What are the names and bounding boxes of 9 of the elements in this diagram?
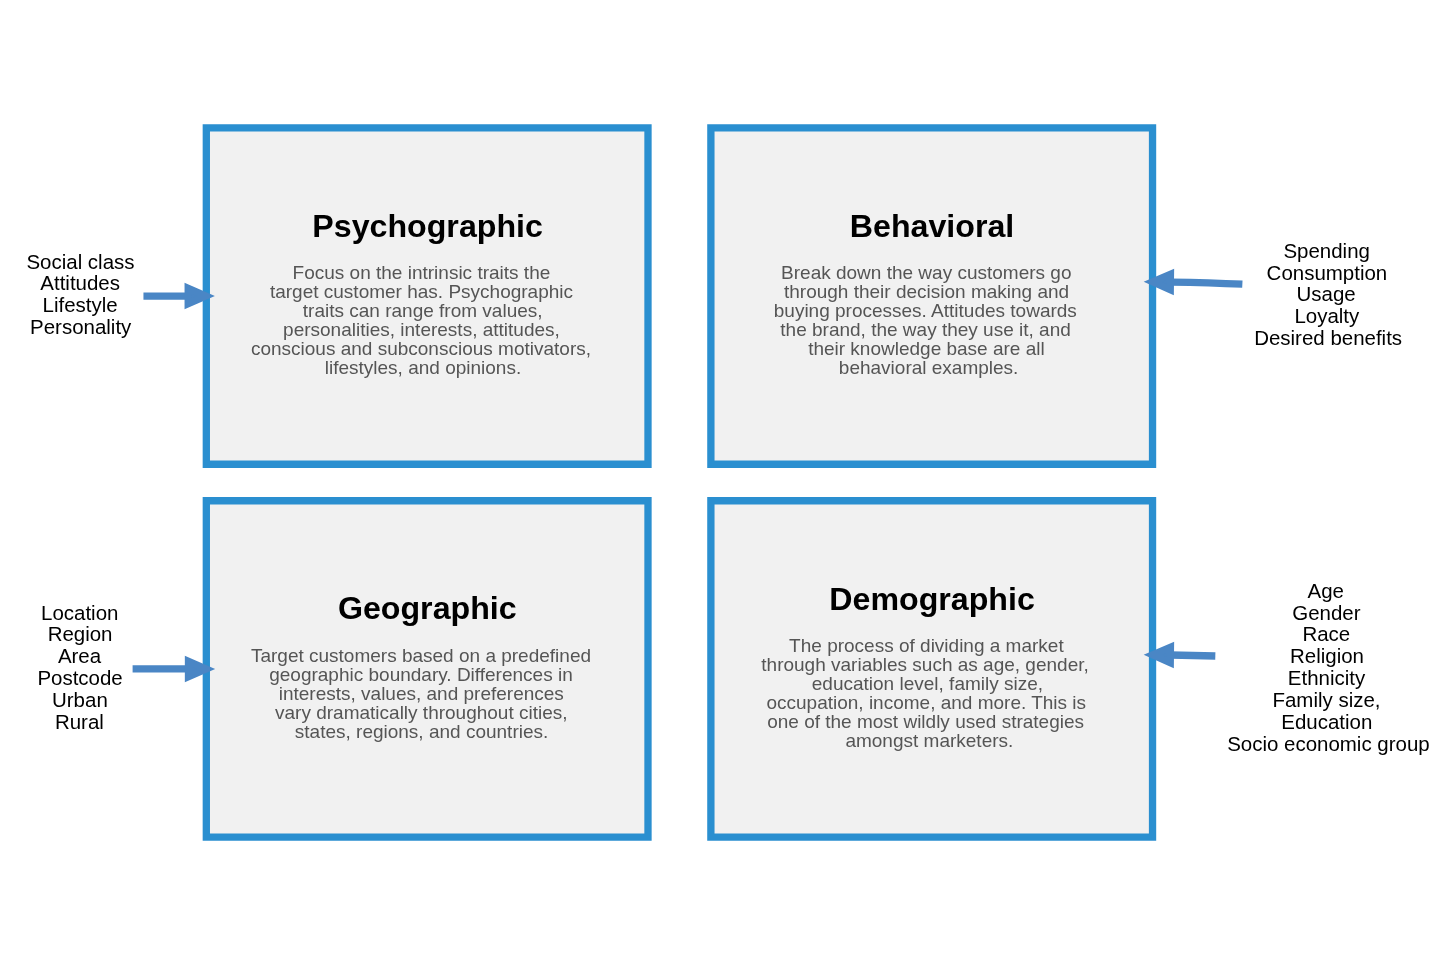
- node-text: Spending Consumption Usage Loyalty Desired benefits: [1254, 238, 1403, 350]
- node-box: Geographic Target customers based on a predefined geographic boundary. Differences in interests, values, and preferences vary dramatically throughout cities, states, regions, and countries.: [202, 497, 652, 841]
- node-box: Psychographic Focus on the intrinsic traits the target customer has. Psychographic traits can range from values, personalities, interests, attitudes, conscious and subconscious motivators, lifestyles, and opinions.: [202, 124, 652, 468]
- node-text: Social class Attitudes Lifestyle Personality: [26, 249, 135, 339]
- node-text: Location Region Area Postcode Urban Rural: [37, 600, 123, 734]
- node-box: Demographic The process of dividing a market through variables such as age, gender, education level, family size, occupation, income, and more. This is one of the most wildly used strategies amongst marketers.: [707, 497, 1157, 841]
- arrow: [1143, 641, 1216, 669]
- node-text: Age Gender Race Religion Ethnicity Family size, Education Socio economic group: [1227, 578, 1430, 756]
- node-box: Behavioral Break down the way customers go through their decision making and buying processes. Attitudes towards the brand, the way they use it, and their knowledge base are all behavioral examples.: [707, 124, 1157, 468]
